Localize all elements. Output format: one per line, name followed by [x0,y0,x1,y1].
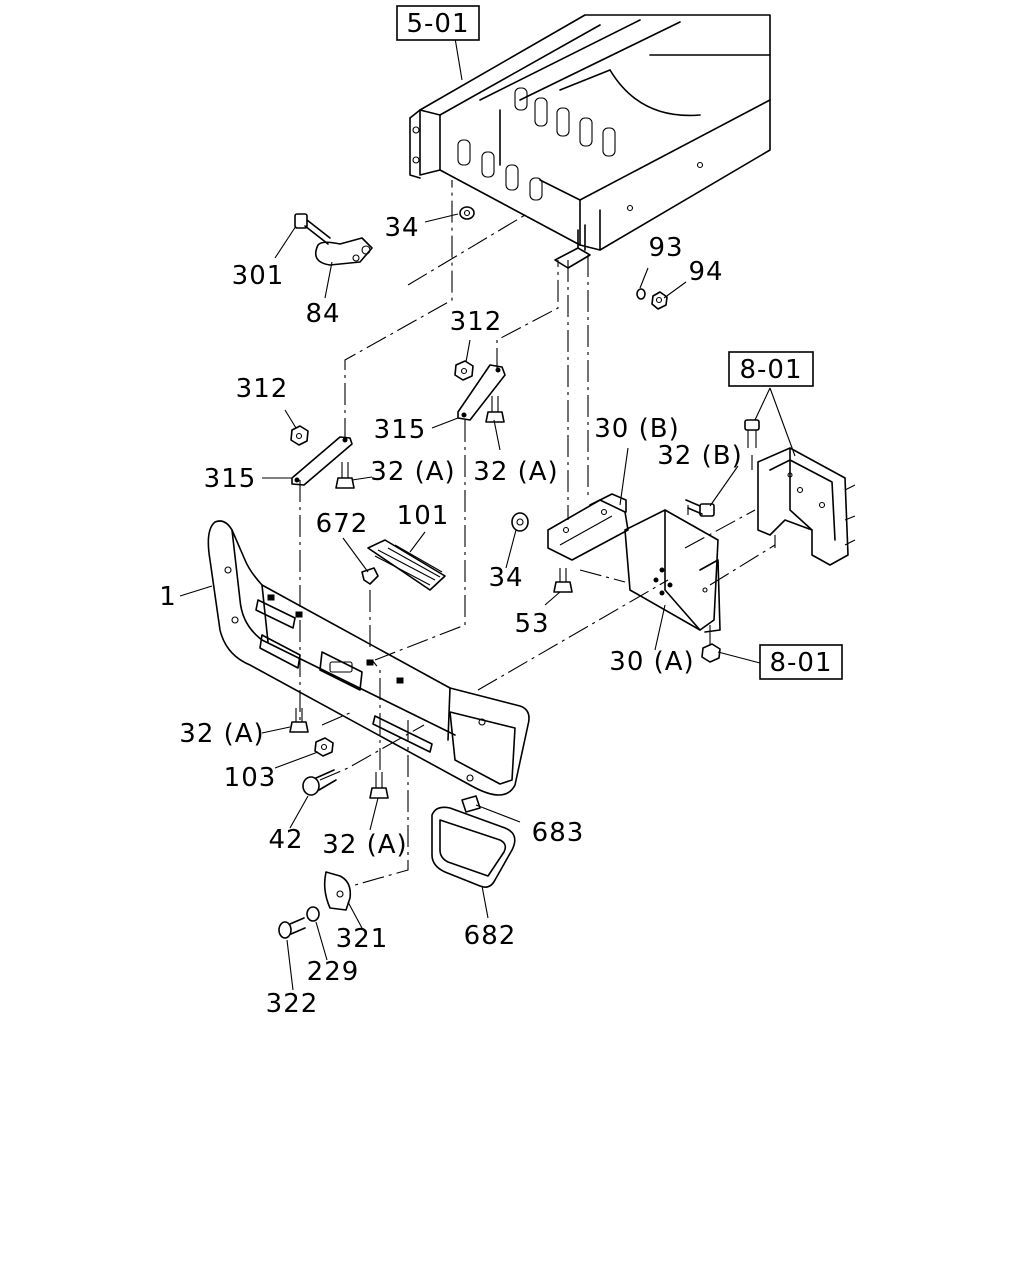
washer-93 [636,288,646,300]
bolt-8-01-top [744,419,760,448]
callout-315-mid: 315 [374,415,427,445]
bolt-32a-lower-mid [369,772,389,799]
chassis-frame [409,14,771,269]
bolt-53 [553,568,573,593]
reference-box-8-01-top[interactable]: 8-01 [728,351,814,387]
callout-672: 672 [316,509,369,539]
clip-683 [461,795,481,813]
bumper [207,520,530,796]
callout-84: 84 [305,299,340,329]
callout-30a: 30 (A) [609,647,694,677]
bracket-30a [624,509,721,633]
callout-34-top: 34 [384,213,419,243]
callout-683: 683 [532,818,585,848]
tow-hook [314,237,373,266]
callout-301: 301 [232,261,285,291]
reference-label-5-01: 5-01 [406,9,469,39]
bolt-42 [302,769,337,796]
bracket-321 [323,871,352,911]
callout-32a-lower-left: 32 (A) [179,719,264,749]
nut-8-01-bottom [701,643,721,663]
bolt-32b [685,499,715,517]
reference-label-8-01-bottom: 8-01 [769,648,832,678]
reference-label-8-01-top: 8-01 [739,355,802,385]
washer-229 [306,906,320,922]
callout-53: 53 [514,609,549,639]
bezel-682 [431,806,516,888]
callout-labels: 301 84 34 93 94 312 312 315 315 32 (A) 3… [159,213,742,1019]
reference-box-8-01-bottom[interactable]: 8-01 [759,644,843,680]
nut-34-top [459,206,475,220]
callout-321: 321 [336,924,389,954]
callout-42: 42 [268,825,303,855]
side-bracket-8-01 [757,447,856,566]
nut-312-left [290,425,309,446]
bracket-30b [547,493,629,561]
callout-94: 94 [688,257,723,287]
clip-672 [361,567,379,585]
step-pad-101 [367,539,446,591]
callout-315-left: 315 [204,464,257,494]
callout-312-mid: 312 [450,307,503,337]
bolt-32a-upper-mid [485,396,505,423]
callout-322: 322 [266,989,319,1019]
callout-32a-upper-mid: 32 (A) [473,457,558,487]
nut-103 [314,737,334,757]
callout-32a-lower-mid: 32 (A) [322,830,407,860]
callout-101: 101 [397,501,450,531]
bolt-322 [278,917,306,939]
callout-30b: 30 (B) [594,414,679,444]
leader-lines [179,37,796,991]
bolt-301 [294,213,331,245]
callout-34-mid: 34 [488,563,523,593]
reference-box-5-01[interactable]: 5-01 [396,5,480,41]
callout-93: 93 [648,233,683,263]
nut-34-mid [511,512,529,532]
callout-312-left: 312 [236,374,289,404]
callout-1: 1 [159,582,177,612]
callout-32b: 32 (B) [657,441,742,471]
callout-103: 103 [224,763,277,793]
callout-229: 229 [307,957,360,987]
nut-94 [651,291,668,310]
bolt-32a-upper-left [335,462,355,489]
callout-682: 682 [464,921,517,951]
callout-32a-upper-left: 32 (A) [370,457,455,487]
bolt-32a-lower-left [289,708,309,733]
stay-315-left [291,436,353,486]
nut-312-mid [454,360,474,381]
